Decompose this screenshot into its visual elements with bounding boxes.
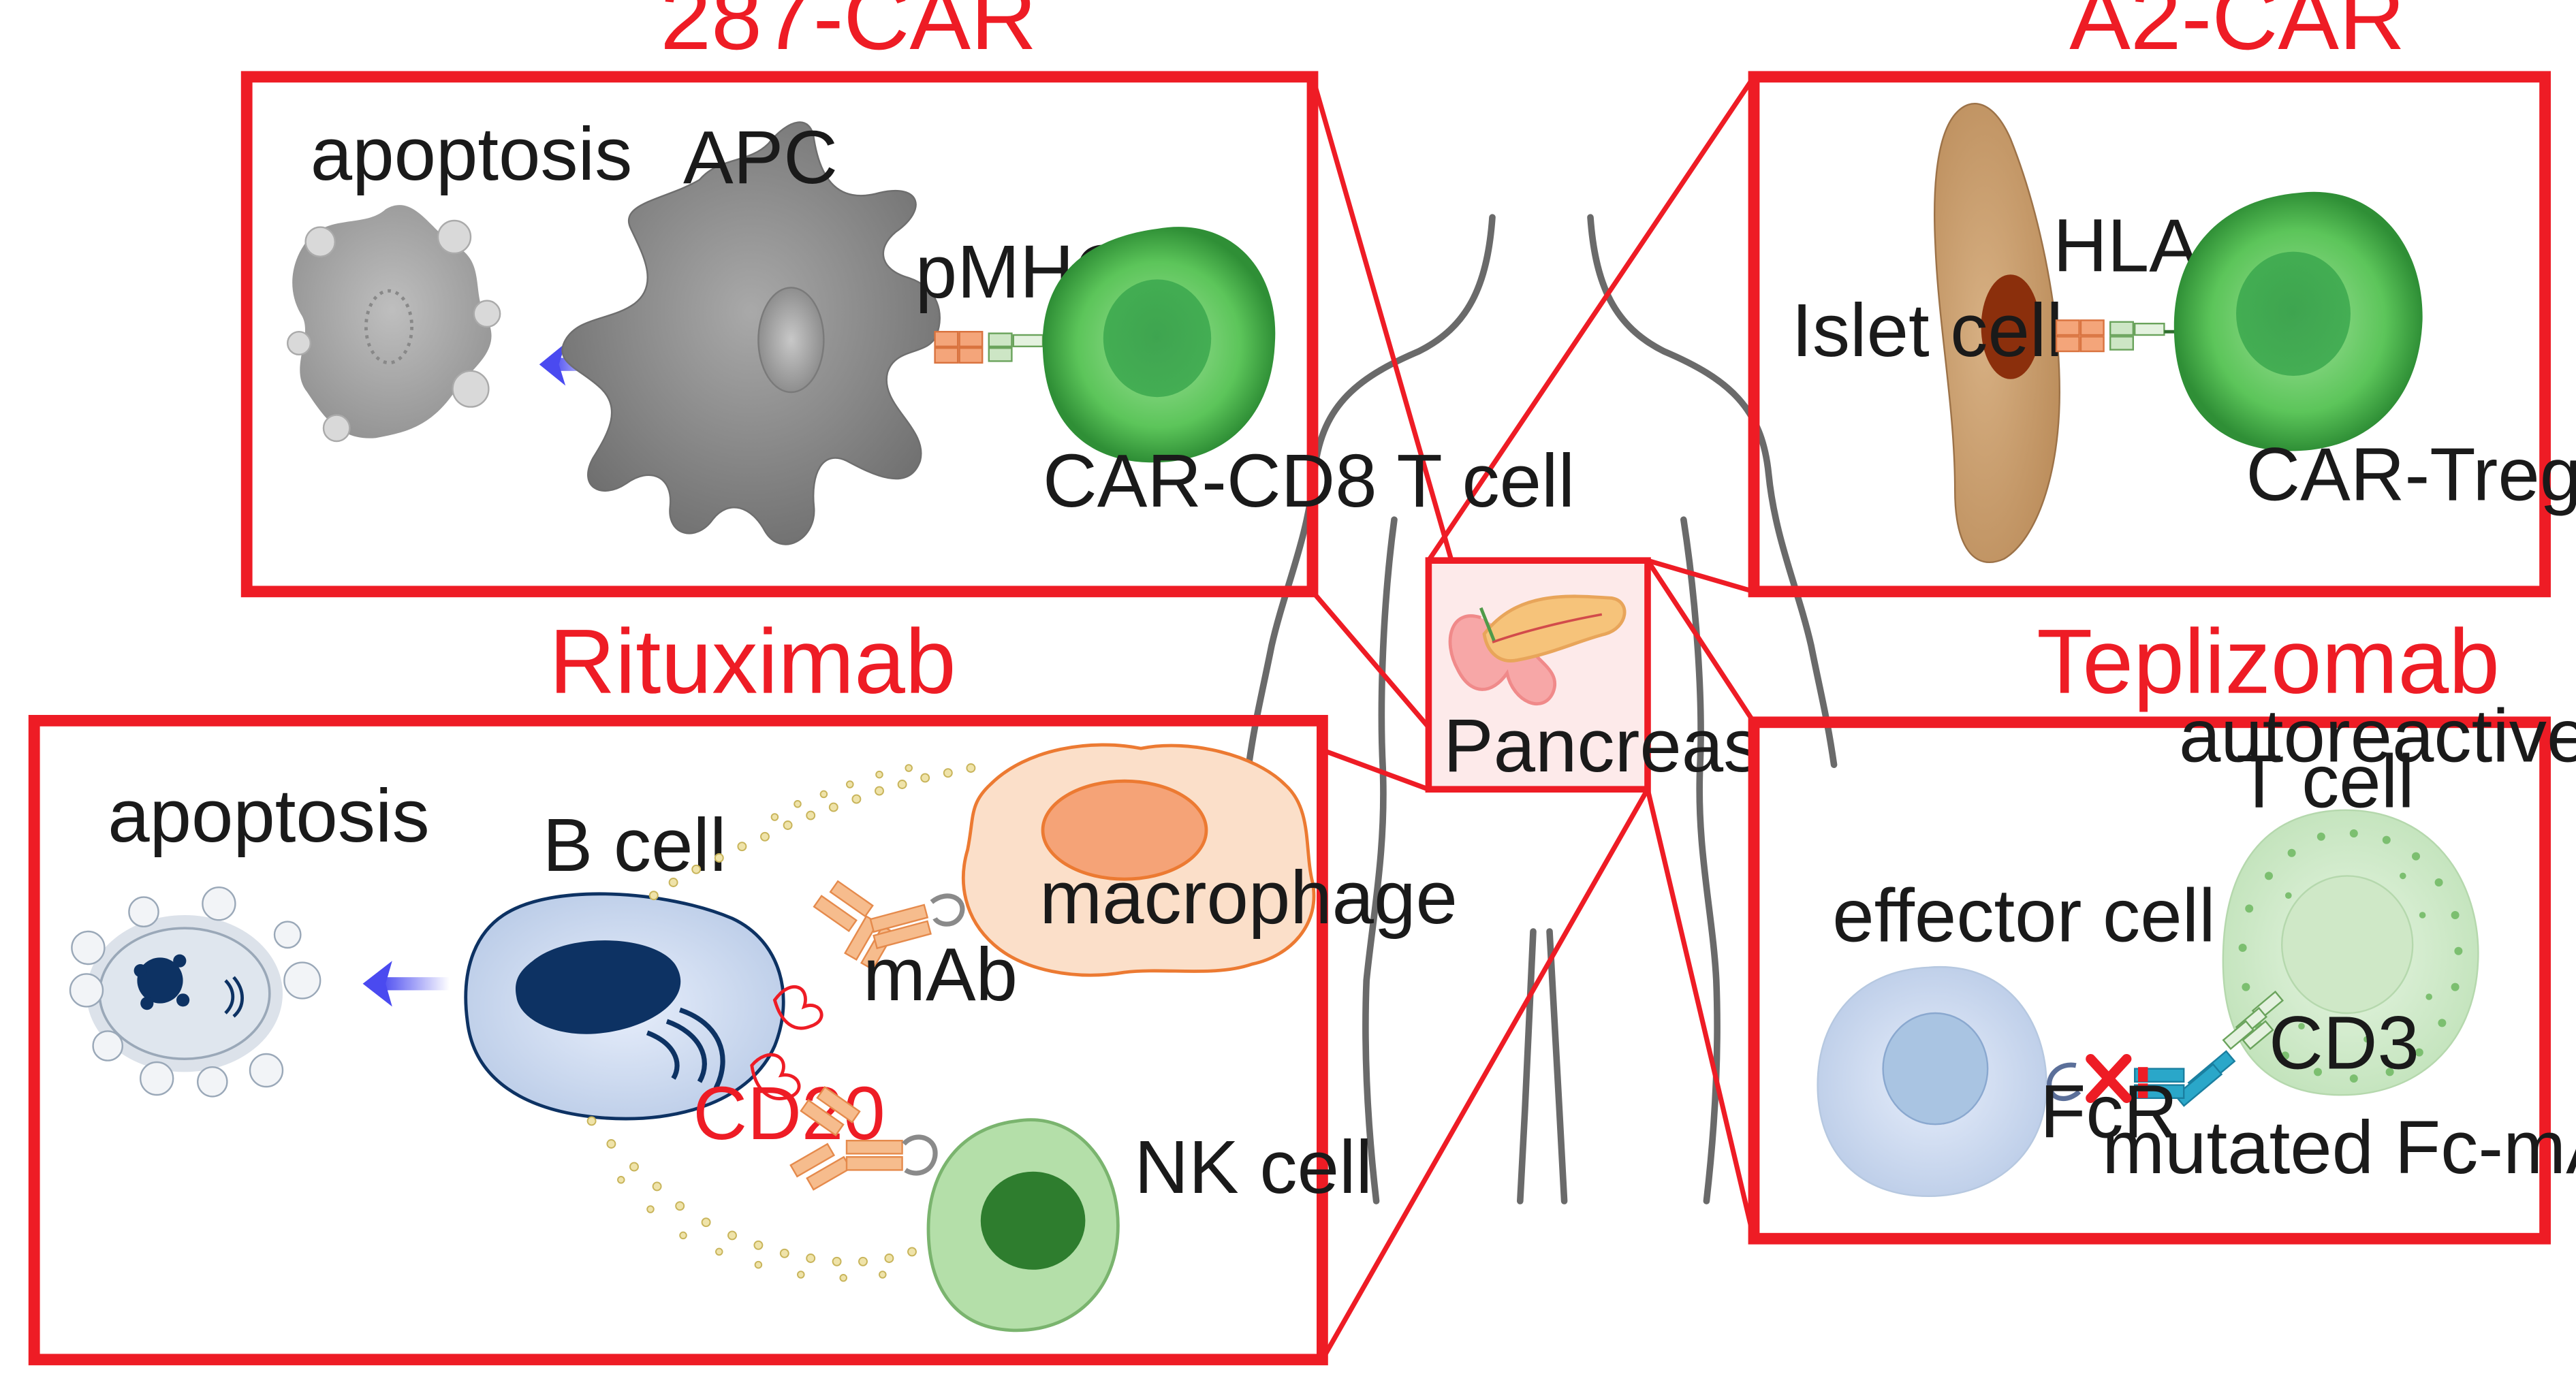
body-outline <box>1245 214 1838 1204</box>
panel-287-car: 287-CAR apoptosis APC pMHC <box>240 0 1575 598</box>
effector-cell <box>1817 965 2047 1198</box>
apoptotic-cell <box>286 205 501 443</box>
connector-lines <box>1310 75 1757 1361</box>
label-b-cell: B cell <box>543 803 727 887</box>
label-islet-cell: Islet cell <box>1791 289 2063 372</box>
panel-title-287-car: 287-CAR <box>660 0 1037 69</box>
car-treg-cell <box>2173 191 2423 451</box>
mutated-fc-mab <box>2134 1050 2236 1107</box>
label-apoptosis-287: apoptosis <box>311 112 633 196</box>
label-car-treg: CAR-Treg <box>2246 432 2576 516</box>
label-nk-cell: NK cell <box>1134 1125 1372 1209</box>
cd3-receptor <box>2222 990 2284 1051</box>
panel-title-a2-car: A2-CAR <box>2069 0 2405 69</box>
antibody-lower <box>789 1085 938 1191</box>
car-cd8-t-cell <box>1042 227 1276 463</box>
pancreas-label: Pancreas <box>1443 704 1761 788</box>
pancreas-icon <box>1448 594 1627 705</box>
fcr-receptor <box>2047 1062 2082 1102</box>
label-effector-cell: effector cell <box>1832 874 2215 957</box>
label-autoreactive: autoreactive <box>2179 694 2576 778</box>
panel-title-rituximab: Rituximab <box>549 611 956 713</box>
dotted-trail <box>586 763 976 1282</box>
pmhc-receptor <box>934 331 1067 364</box>
autoreactive-t-cell <box>2222 809 2479 1096</box>
hla-receptor <box>2055 319 2193 353</box>
label-hla: HLA <box>2053 204 2199 287</box>
label-mutated-fc-mab: mutated Fc-mAb <box>2102 1106 2576 1190</box>
b-cell <box>464 892 785 1121</box>
macrophage-cell <box>962 743 1316 977</box>
blocked-x-icon <box>2086 1054 2132 1103</box>
apc-nucleus <box>757 287 825 394</box>
apc-cell <box>561 121 941 545</box>
label-apc: APC <box>683 116 838 199</box>
panel-title-teplizumab: Teplizomab <box>2037 611 2500 713</box>
apoptotic-b-cell <box>69 887 321 1098</box>
pancreas-box: Pancreas <box>1425 557 1761 793</box>
cd20-marker <box>750 985 823 1100</box>
islet-nucleus <box>1981 274 2040 379</box>
panel-teplizumab: Teplizomab autoreactive T cell CD3 <box>1748 611 2576 1245</box>
label-autoreactive-t-cell: T cell <box>2236 740 2415 824</box>
panel-a2-car: A2-CAR HLA Islet cell CAR-Treg <box>1748 0 2576 598</box>
label-apoptosis-rituximab: apoptosis <box>108 774 430 858</box>
label-car-cd8-t-cell: CAR-CD8 T cell <box>1043 439 1575 523</box>
label-macrophage: macrophage <box>1039 856 1458 940</box>
label-mab: mAb <box>863 933 1018 1017</box>
nk-cell <box>926 1118 1120 1332</box>
label-cd3: CD3 <box>2269 1002 2419 1085</box>
arrow-left-icon <box>362 961 450 1007</box>
panel-rituximab: Rituximab apoptosis <box>28 611 1458 1366</box>
antibody-upper <box>813 880 965 971</box>
